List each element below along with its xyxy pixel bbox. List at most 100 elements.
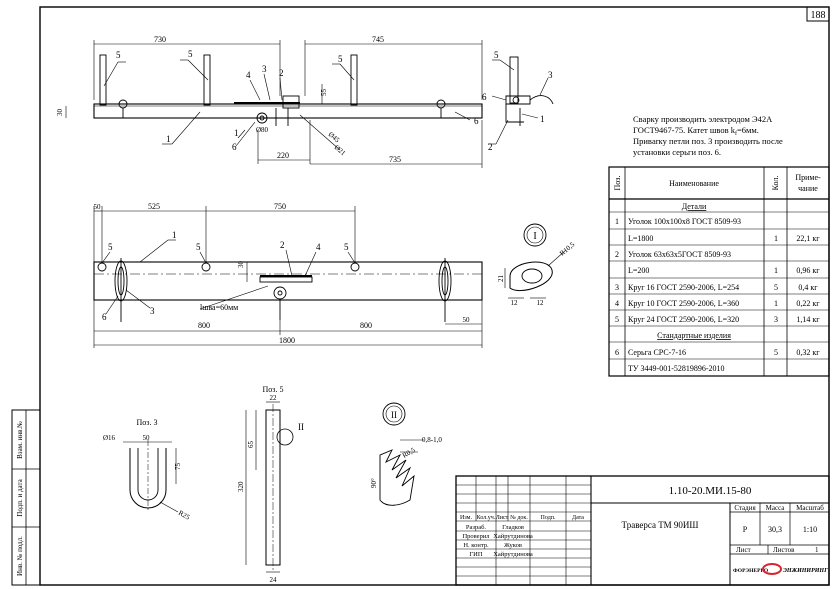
svg-text:50: 50 <box>463 316 471 324</box>
svg-text:6: 6 <box>474 116 479 126</box>
svg-text:№ док.: № док. <box>510 515 528 521</box>
svg-text:3: 3 <box>548 70 553 80</box>
svg-text:Уголок 100х100х8 ГОСТ 8509-93: Уголок 100х100х8 ГОСТ 8509-93 <box>628 217 741 226</box>
side-stamp: Взам. инв.№ Подп. и дата Инв. № подл. <box>11 409 41 586</box>
svg-text:22,1 кг: 22,1 кг <box>796 234 820 243</box>
svg-text:1:10: 1:10 <box>803 525 817 534</box>
svg-text:1: 1 <box>540 114 545 124</box>
logo-icon <box>762 563 782 575</box>
svg-text:6: 6 <box>232 142 237 152</box>
svg-text:50: 50 <box>94 203 102 211</box>
svg-text:2: 2 <box>488 142 493 152</box>
sheet-number: 188 <box>811 10 826 21</box>
svg-text:22: 22 <box>270 394 278 402</box>
svg-text:R0,5: R0,5 <box>401 446 417 460</box>
svg-text:Листов: Листов <box>773 546 795 554</box>
svg-text:5: 5 <box>774 348 778 357</box>
svg-text:4: 4 <box>615 299 619 308</box>
dim-55: 55 <box>320 89 328 97</box>
dim-30: 30 <box>56 109 64 117</box>
svg-text:0,8-1,0: 0,8-1,0 <box>422 436 442 444</box>
svg-text:Хайрутдинова: Хайрутдинова <box>493 533 533 540</box>
svg-text:6: 6 <box>615 348 619 357</box>
svg-text:30: 30 <box>237 261 245 269</box>
svg-text:Масштаб: Масштаб <box>796 504 824 512</box>
svg-text:5: 5 <box>188 49 193 59</box>
svg-text:6: 6 <box>482 92 487 102</box>
sheet-frame <box>39 6 830 586</box>
document-code: 1.10-20.МИ.15-80 <box>669 485 752 497</box>
rod-left <box>99 54 358 106</box>
svg-text:5: 5 <box>615 315 619 324</box>
svg-text:ЭНЖИНИРИНГ: ЭНЖИНИРИНГ <box>783 568 828 574</box>
svg-text:Подп.: Подп. <box>541 515 556 521</box>
svg-text:2: 2 <box>615 250 619 259</box>
svg-text:75: 75 <box>174 463 182 471</box>
svg-text:Инв. № подл.: Инв. № подл. <box>16 536 24 576</box>
dim-220: 220 <box>277 151 289 160</box>
detail-I: I R10,5 12 12 21 <box>497 223 577 307</box>
weld-length: lшва=60мм <box>200 303 238 312</box>
svg-text:Поз. 3: Поз. 3 <box>137 418 158 427</box>
svg-text:24: 24 <box>270 576 278 584</box>
spec-table: Поз. Наименование Кол. Приме- чание Дета… <box>608 166 830 377</box>
svg-text:Поз. 5: Поз. 5 <box>263 385 284 394</box>
svg-text:750: 750 <box>274 202 286 211</box>
pos5-view: Поз. 5 II 22 65 320 24 <box>237 385 304 584</box>
svg-text:1: 1 <box>172 230 177 240</box>
document-name: Траверса ТМ 90ИШ <box>622 520 699 530</box>
svg-text:Уголок 63х63х5ГОСТ 8509-93: Уголок 63х63х5ГОСТ 8509-93 <box>628 250 731 259</box>
svg-text:3: 3 <box>262 64 267 74</box>
side-view: 5 3 6 1 2 <box>482 50 554 152</box>
svg-text:0,22 кг: 0,22 кг <box>796 299 820 308</box>
svg-text:12: 12 <box>511 299 519 307</box>
title-block: Изм. Кол.уч. Лист № док. Подп. Дата Разр… <box>455 475 830 586</box>
svg-text:Проверил: Проверил <box>462 533 490 540</box>
svg-text:3: 3 <box>774 315 778 324</box>
svg-text:2: 2 <box>280 240 285 250</box>
svg-text:Сварку производить электродом: Сварку производить электродом Э42А <box>633 114 773 124</box>
svg-text:II: II <box>298 422 304 432</box>
svg-text:Лист: Лист <box>736 546 751 554</box>
svg-text:ТУ 3449-001-52819896-2010: ТУ 3449-001-52819896-2010 <box>628 364 725 373</box>
svg-text:525: 525 <box>148 202 160 211</box>
svg-text:L=200: L=200 <box>628 266 649 275</box>
svg-text:1: 1 <box>774 266 778 275</box>
svg-text:Масса: Масса <box>766 504 786 512</box>
svg-text:Ø16: Ø16 <box>103 434 116 442</box>
dim-745: 745 <box>372 35 384 44</box>
svg-text:800: 800 <box>198 321 210 330</box>
svg-text:Круг 24 ГОСТ 2590-2006, L=320: Круг 24 ГОСТ 2590-2006, L=320 <box>628 315 739 324</box>
svg-text:Стадия: Стадия <box>734 504 756 512</box>
svg-text:3: 3 <box>150 306 155 316</box>
svg-text:1800: 1800 <box>279 336 295 345</box>
svg-text:Р: Р <box>743 525 748 534</box>
plan-view: 50 525 750 30 800 800 50 1800 lшва=60мм … <box>93 202 483 348</box>
svg-text:Наименование: Наименование <box>669 179 719 188</box>
svg-text:0,32 кг: 0,32 кг <box>796 348 820 357</box>
svg-text:0,4 кг: 0,4 кг <box>798 283 818 292</box>
svg-text:65: 65 <box>247 441 255 449</box>
dim-d45: Ø45 <box>327 130 342 144</box>
svg-text:1: 1 <box>166 134 171 144</box>
svg-text:R10,5: R10,5 <box>558 240 576 257</box>
svg-text:5: 5 <box>344 242 349 252</box>
svg-text:50: 50 <box>143 434 151 442</box>
svg-text:5: 5 <box>108 242 113 252</box>
svg-text:Привarку петли поз. 3 производ: Привarку петли поз. 3 производить после <box>633 136 783 146</box>
svg-text:4: 4 <box>246 70 251 80</box>
svg-text:Взам. инв.№: Взам. инв.№ <box>16 421 24 459</box>
svg-text:Подп. и дата: Подп. и дата <box>16 478 24 516</box>
svg-text:Жуков: Жуков <box>504 542 522 549</box>
svg-text:5: 5 <box>338 54 343 64</box>
svg-text:чание: чание <box>798 184 818 193</box>
svg-text:Стандартные изделия: Стандартные изделия <box>657 331 731 340</box>
svg-text:Кол.: Кол. <box>771 176 780 191</box>
dim-d21: Ø21 <box>333 143 348 157</box>
shackles-front <box>113 95 451 126</box>
pos3-view: Поз. 3 Ø16 50 75 R25 <box>103 418 192 522</box>
svg-text:Круг 16 ГОСТ 2590-2006, L=254: Круг 16 ГОСТ 2590-2006, L=254 <box>628 283 739 292</box>
svg-text:2: 2 <box>279 68 284 78</box>
svg-text:L=1800: L=1800 <box>628 234 653 243</box>
